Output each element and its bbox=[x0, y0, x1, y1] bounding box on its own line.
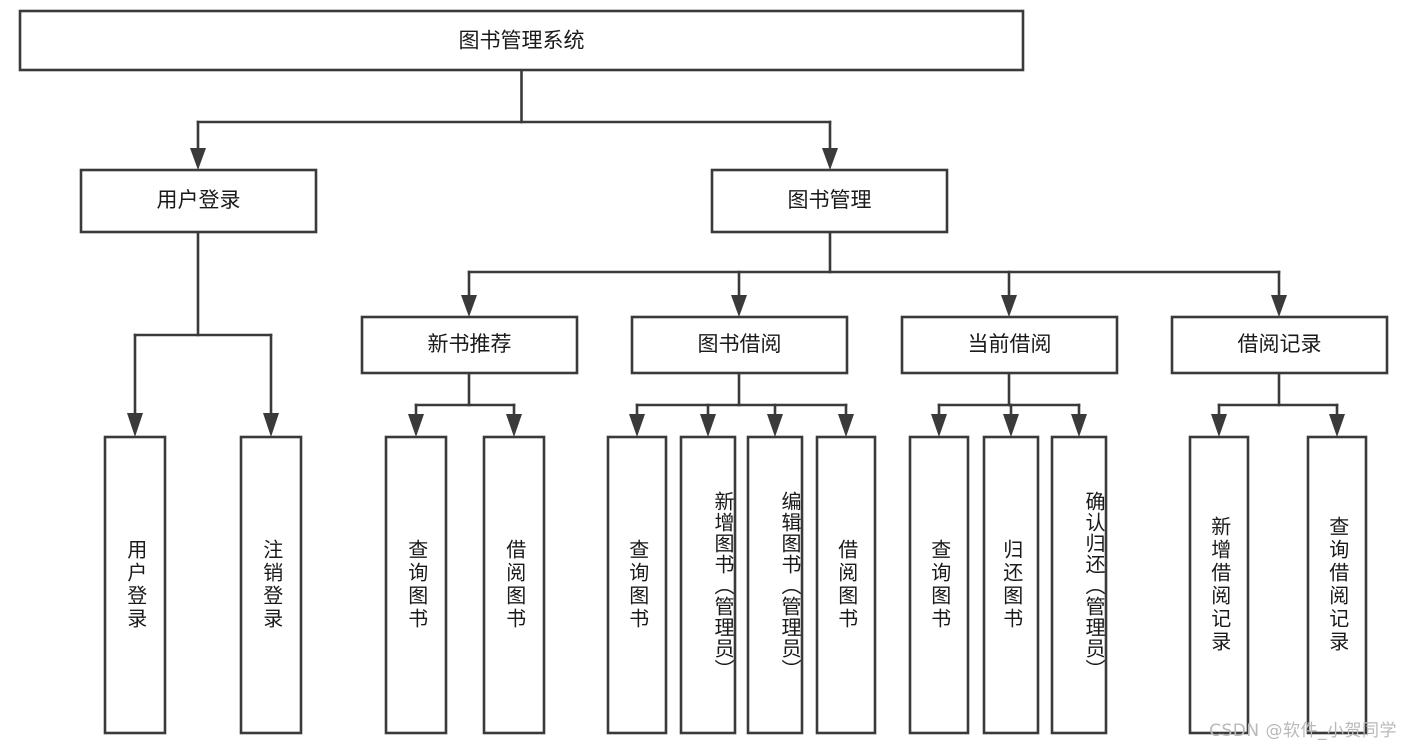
node-root-label: 图书管理系统 bbox=[459, 29, 585, 53]
node-root-box[interactable] bbox=[18, 9, 1025, 72]
node-user-login-box[interactable] bbox=[79, 168, 318, 234]
arrow-head-book-borrow bbox=[731, 295, 747, 317]
leaf-query-book-3-box[interactable] bbox=[908, 435, 970, 735]
leaf-query-record-box[interactable] bbox=[1306, 435, 1368, 735]
leaf-add-record-box[interactable] bbox=[1188, 435, 1250, 735]
leaf-borrow-book-1-box[interactable] bbox=[482, 435, 546, 735]
arrow-head-leaf-add-book bbox=[700, 414, 716, 437]
connector-group-user-login bbox=[127, 230, 279, 437]
arrow-head-new-book-rec bbox=[461, 295, 477, 317]
node-book-manage[interactable]: 图书管理 bbox=[710, 168, 949, 234]
leaf-user-logout-box[interactable] bbox=[239, 435, 303, 735]
arrow-head-leaf-confirm-return bbox=[1071, 414, 1087, 437]
arrow-head-leaf-query-book-1 bbox=[408, 414, 424, 437]
leaf-edit-book-box[interactable] bbox=[746, 435, 804, 735]
leaf-query-book-2-box[interactable] bbox=[606, 435, 668, 735]
arrow-head-user-login bbox=[190, 148, 206, 170]
leaf-add-book-box[interactable] bbox=[679, 435, 737, 735]
node-new-book-rec-box[interactable] bbox=[360, 315, 579, 375]
arrow-head-current-borrow bbox=[1001, 295, 1017, 317]
node-user-login-label: 用户登录 bbox=[157, 188, 241, 212]
connector-group-book-manage bbox=[461, 230, 1287, 317]
node-current-borrow[interactable]: 当前借阅 bbox=[900, 315, 1119, 375]
connector-group-borrow-record bbox=[1211, 371, 1345, 437]
node-new-book-rec[interactable]: 新书推荐 bbox=[360, 315, 579, 375]
connector-group-book-borrow bbox=[629, 371, 854, 437]
node-book-borrow-box[interactable] bbox=[630, 315, 849, 375]
node-user-login[interactable]: 用户登录 bbox=[79, 168, 318, 234]
node-borrow-record[interactable]: 借阅记录 bbox=[1170, 315, 1389, 375]
node-root[interactable]: 图书管理系统 bbox=[18, 9, 1025, 72]
connector-group-current-borrow bbox=[931, 371, 1087, 437]
arrow-head-borrow-record bbox=[1271, 295, 1287, 317]
node-book-manage-box[interactable] bbox=[710, 168, 949, 234]
node-current-borrow-label: 当前借阅 bbox=[968, 332, 1052, 356]
node-borrow-record-box[interactable] bbox=[1170, 315, 1389, 375]
node-book-borrow[interactable]: 图书借阅 bbox=[630, 315, 849, 375]
arrow-head-leaf-query-book-2 bbox=[629, 414, 645, 437]
node-book-manage-label: 图书管理 bbox=[788, 188, 872, 212]
leaf-query-book-1-box[interactable] bbox=[384, 435, 448, 735]
connector-group-new-book-rec bbox=[408, 371, 522, 437]
arrow-head-leaf-user-logout bbox=[263, 413, 279, 437]
arrow-head-leaf-borrow-book-1 bbox=[506, 414, 522, 437]
leaf-confirm-return-box[interactable] bbox=[1050, 435, 1108, 735]
arrow-head-leaf-edit-book bbox=[767, 414, 783, 437]
arrow-head-leaf-borrow-book-2 bbox=[838, 414, 854, 437]
leaf-return-book-box[interactable] bbox=[982, 435, 1040, 735]
arrow-head-leaf-query-record bbox=[1329, 414, 1345, 437]
watermark-text: CSDN @软件_小贺同学 bbox=[1209, 721, 1397, 741]
node-borrow-record-label: 借阅记录 bbox=[1238, 332, 1322, 356]
arrow-head-leaf-return-book bbox=[1003, 414, 1019, 437]
node-current-borrow-box[interactable] bbox=[900, 315, 1119, 375]
connector-group-root bbox=[190, 68, 838, 170]
arrow-head-leaf-user-login bbox=[127, 413, 143, 437]
arrow-head-leaf-query-book-3 bbox=[931, 414, 947, 437]
leaf-boxes-group bbox=[103, 435, 1368, 735]
arrow-head-book-manage bbox=[822, 148, 838, 170]
node-new-book-rec-label: 新书推荐 bbox=[428, 332, 512, 356]
leaf-user-login-box[interactable] bbox=[103, 435, 167, 735]
arrow-head-leaf-add-record bbox=[1211, 414, 1227, 437]
node-book-borrow-label: 图书借阅 bbox=[698, 332, 782, 356]
leaf-borrow-book-2-box[interactable] bbox=[815, 435, 877, 735]
